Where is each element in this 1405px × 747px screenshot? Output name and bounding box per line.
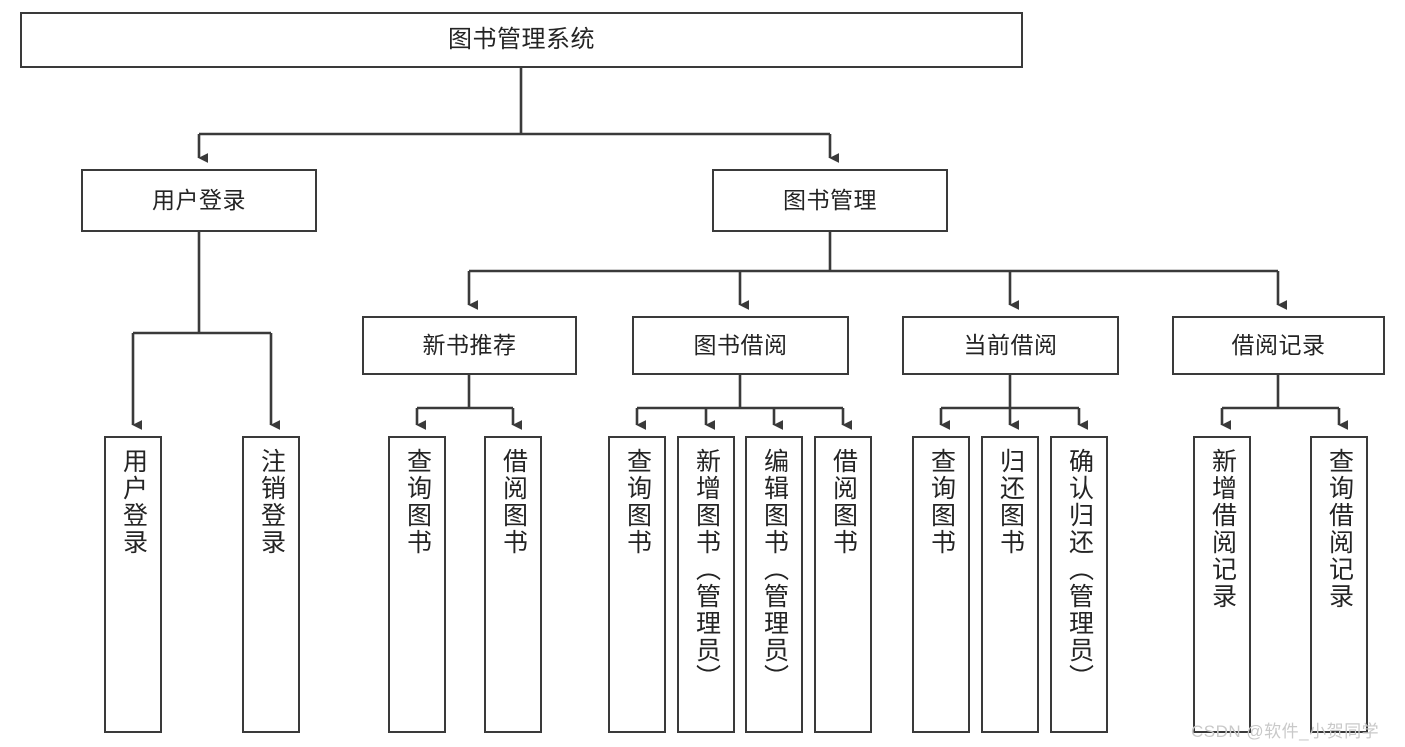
- leaf-borrow-edit-book-admin[interactable]: 编辑图书（管理员）: [745, 436, 803, 733]
- node-label: 查询图书: [623, 448, 652, 556]
- node-label: 查询借阅记录: [1325, 448, 1354, 610]
- node-label: 归还图书: [996, 448, 1025, 556]
- node-borrow-records[interactable]: 借阅记录: [1172, 316, 1385, 375]
- leaf-borrow-search-books[interactable]: 查询图书: [608, 436, 666, 733]
- leaf-newbook-search-books[interactable]: 查询图书: [388, 436, 446, 733]
- node-label: 新书推荐: [422, 331, 517, 358]
- leaf-newbook-borrow-books[interactable]: 借阅图书: [484, 436, 542, 733]
- node-root-book-management-system[interactable]: 图书管理系统: [20, 12, 1023, 68]
- node-book-borrowing[interactable]: 图书借阅: [632, 316, 849, 375]
- leaf-borrow-add-book-admin[interactable]: 新增图书（管理员）: [677, 436, 735, 733]
- node-label: 查询图书: [927, 448, 956, 556]
- node-label: 借阅图书: [499, 448, 528, 556]
- node-label: 借阅记录: [1231, 331, 1326, 358]
- node-label: 注销登录: [257, 448, 286, 556]
- leaf-current-return-books[interactable]: 归还图书: [981, 436, 1039, 733]
- node-label: 确认归还（管理员）: [1065, 448, 1094, 691]
- node-current-borrowing[interactable]: 当前借阅: [902, 316, 1119, 375]
- node-label: 当前借阅: [963, 331, 1058, 358]
- node-label: 用户登录: [119, 448, 148, 556]
- node-label: 图书借阅: [693, 331, 788, 358]
- node-book-management[interactable]: 图书管理: [712, 169, 948, 232]
- node-user-login[interactable]: 用户登录: [81, 169, 317, 232]
- node-label: 借阅图书: [829, 448, 858, 556]
- node-label: 新增借阅记录: [1208, 448, 1237, 610]
- node-label: 编辑图书（管理员）: [760, 448, 789, 691]
- node-new-book-recommendation[interactable]: 新书推荐: [362, 316, 577, 375]
- leaf-current-search-books[interactable]: 查询图书: [912, 436, 970, 733]
- node-label: 查询图书: [403, 448, 432, 556]
- node-label: 新增图书（管理员）: [692, 448, 721, 691]
- leaf-user-login[interactable]: 用户登录: [104, 436, 162, 733]
- leaf-borrow-borrow-books[interactable]: 借阅图书: [814, 436, 872, 733]
- node-label: 图书管理系统: [448, 25, 595, 53]
- node-label: 图书管理: [783, 186, 877, 213]
- csdn-watermark: CSDN @软件_小贺同学: [1191, 722, 1380, 741]
- leaf-records-search-record[interactable]: 查询借阅记录: [1310, 436, 1368, 733]
- node-label: 用户登录: [152, 186, 246, 213]
- leaf-logout[interactable]: 注销登录: [242, 436, 300, 733]
- leaf-current-confirm-return-admin[interactable]: 确认归还（管理员）: [1050, 436, 1108, 733]
- leaf-records-add-record[interactable]: 新增借阅记录: [1193, 436, 1251, 733]
